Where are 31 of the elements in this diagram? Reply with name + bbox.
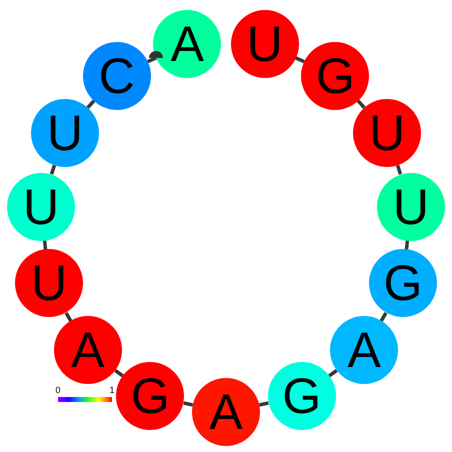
backbone-line [42, 240, 48, 250]
base-letter: C [98, 50, 135, 101]
backbone-line [328, 369, 338, 378]
base-letter: G [383, 258, 422, 308]
backbone-line [396, 164, 402, 175]
base-letter: A [209, 387, 243, 437]
backbone-line [183, 401, 194, 407]
scale-tick-label: 1 [110, 386, 114, 395]
base-letter: U [369, 108, 406, 158]
base-letter: G [130, 370, 170, 421]
base-letter: U [22, 182, 60, 232]
base-letter: A [348, 325, 381, 376]
backbone-line [64, 312, 72, 322]
backbone-line [404, 240, 410, 250]
base-letter: U [46, 108, 83, 158]
base-letter: U [392, 182, 430, 232]
backbone-line [295, 56, 305, 64]
base-letter: A [71, 325, 104, 376]
base-letter: U [246, 19, 283, 70]
base-letter: G [316, 50, 355, 101]
backbone-line [147, 56, 157, 64]
backbone-line [114, 369, 124, 378]
scale-tick-label: 0 [56, 386, 60, 395]
base-letter: G [282, 370, 322, 421]
backbone-line [50, 164, 56, 175]
backbone-line [258, 401, 269, 407]
backbone-line [356, 100, 366, 109]
base-letter: U [31, 258, 68, 308]
base-letter: A [170, 19, 204, 70]
backbone-line [86, 100, 96, 109]
backbone-line [380, 312, 388, 322]
